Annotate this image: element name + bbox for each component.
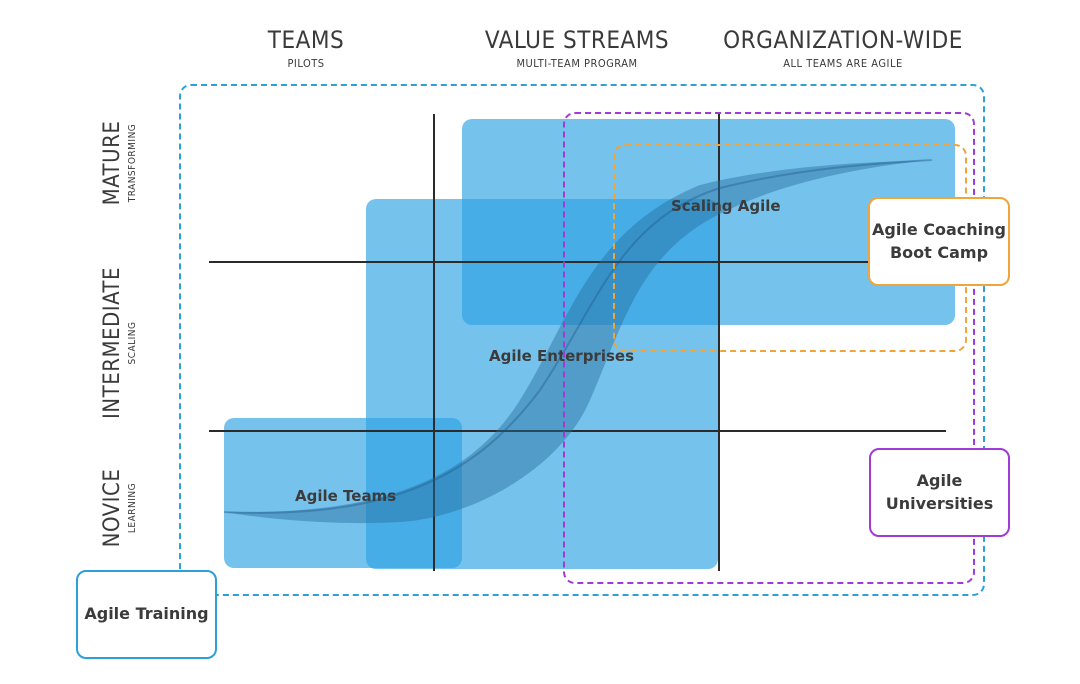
column-subtitle: ALL TEAMS ARE AGILE <box>783 57 903 70</box>
grid-line-horizontal-bottom <box>209 430 946 432</box>
grid-line-vertical-left <box>433 114 435 571</box>
column-header-teams: TEAMS PILOTS <box>186 28 426 69</box>
agile-coaching-box: Agile Coaching Boot Camp <box>868 197 1010 286</box>
agile-universities-box: Agile Universities <box>869 448 1010 537</box>
maturity-s-curve-spine <box>223 159 933 514</box>
column-title: ORGANIZATION-WIDE <box>723 26 963 54</box>
agile-universities-label: Agile Universities <box>885 471 994 513</box>
agile-teams-label: Agile Teams <box>295 487 397 505</box>
scaling-agile-label: Scaling Agile <box>671 197 781 215</box>
maturity-s-curve-band <box>224 160 932 524</box>
grid-line-vertical-right <box>718 114 720 571</box>
column-subtitle: MULTI-TEAM PROGRAM <box>516 57 638 70</box>
column-header-value-streams: VALUE STREAMS MULTI-TEAM PROGRAM <box>457 28 697 69</box>
column-title: VALUE STREAMS <box>484 26 670 54</box>
column-header-organization-wide: ORGANIZATION-WIDE ALL TEAMS ARE AGILE <box>723 28 963 69</box>
grid-line-horizontal-top <box>209 261 946 263</box>
training-scope-boundary <box>179 84 985 596</box>
column-subtitle: PILOTS <box>287 57 325 70</box>
agile-enterprises-label: Agile Enterprises <box>489 347 634 365</box>
universities-scope-boundary <box>563 112 975 584</box>
agile-training-box: Agile Training <box>76 570 217 659</box>
agile-coaching-label: Agile Coaching Boot Camp <box>872 220 1006 262</box>
agile-training-label: Agile Training <box>84 604 209 624</box>
column-title: TEAMS <box>267 26 345 54</box>
